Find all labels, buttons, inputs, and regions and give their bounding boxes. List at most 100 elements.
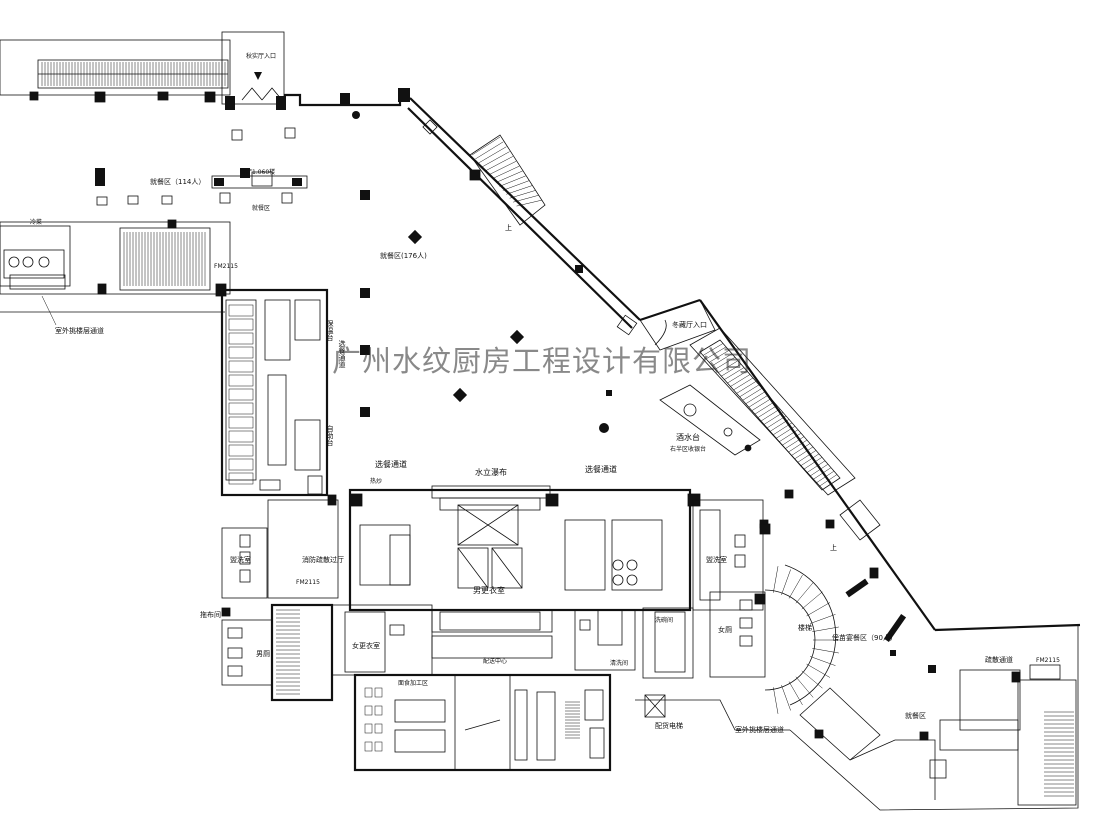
hatch-line xyxy=(794,446,814,460)
restaurant-elev-label: 餐厅1.060楼 xyxy=(240,168,275,176)
outdoor-corridor-right: 室外挑楼层通道 xyxy=(735,725,784,734)
fire-hall-label: 消防疏散过厅 xyxy=(302,555,344,564)
fm2115-b: FM2115 xyxy=(296,579,320,586)
hatch-line xyxy=(502,180,530,191)
fixture xyxy=(228,346,254,359)
hatch-line xyxy=(751,398,772,411)
cold-dish-label: 冷菜 xyxy=(30,218,42,226)
autumn-hall-entrance-label: 秋实厅入口 xyxy=(246,52,276,60)
hatch-line xyxy=(485,156,513,171)
evacuation-passage-label: 疏散通道 xyxy=(985,655,1013,664)
dining-area-label-right: 就餐区 xyxy=(905,711,926,720)
fixture xyxy=(228,304,254,317)
top-escalator xyxy=(0,39,231,103)
hatch-line xyxy=(739,384,760,398)
bar-counter-label: 酒水台 xyxy=(676,432,700,442)
hatch-line xyxy=(818,474,838,487)
hatch-line xyxy=(763,412,784,425)
hatch-line xyxy=(770,419,790,432)
hatch-line xyxy=(806,602,831,617)
hatch-line xyxy=(810,656,836,666)
hatch-line xyxy=(776,426,796,439)
fm2115-c: FM2115 xyxy=(1036,657,1060,664)
hatch-line xyxy=(721,363,742,377)
fm2115-a: FM2115 xyxy=(214,263,238,270)
hatch-line xyxy=(506,185,533,195)
hatch-line xyxy=(705,346,727,360)
hatch-line xyxy=(812,648,839,654)
wash-room-right: 盥洗室 xyxy=(706,555,727,564)
hot-wok-label: 热炒 xyxy=(370,477,382,485)
fixture xyxy=(228,444,254,457)
fixture xyxy=(228,472,254,485)
fixture xyxy=(228,388,254,401)
hatch-line xyxy=(718,360,739,373)
main-kitchen xyxy=(220,288,329,497)
dining-176-label: 就餐区(176人) xyxy=(380,251,427,260)
fixture xyxy=(374,705,383,716)
hatch-line xyxy=(801,670,823,689)
hatch-line xyxy=(482,151,510,168)
dish-room-label: 洗碗间 xyxy=(655,616,673,624)
mop-room-label: 拖布间 xyxy=(200,610,221,619)
hatch-line xyxy=(781,685,791,711)
staircase-label: 楼梯 xyxy=(798,623,812,632)
wash-room-left: 盥洗室 xyxy=(230,555,251,564)
women-wc-label: 女厕 xyxy=(718,625,732,634)
hatch-line xyxy=(699,339,721,353)
hatch-line xyxy=(788,439,808,453)
hatch-line xyxy=(754,401,775,415)
hatch-line xyxy=(745,391,766,404)
bottom-right-block xyxy=(789,625,1079,811)
fixture xyxy=(364,687,373,698)
bottom-processing xyxy=(353,673,612,772)
hatch-line xyxy=(736,381,757,394)
fixture xyxy=(228,332,254,345)
right-escalator xyxy=(689,327,856,496)
dining-114-area xyxy=(95,168,308,206)
hatch-line xyxy=(709,350,730,363)
hatch-line xyxy=(782,432,802,446)
dining-columns xyxy=(360,190,612,433)
hatch-line xyxy=(815,470,835,484)
dining-90-label: 傍苗宴餐区（90人） xyxy=(832,633,897,642)
hatch-line xyxy=(797,450,817,463)
kitchen-vertical-a: 保温台 xyxy=(326,319,334,342)
hatch-line xyxy=(795,582,814,604)
hatch-line xyxy=(509,190,536,199)
up-label-right: 上 xyxy=(830,543,837,552)
winter-hall-entrance xyxy=(616,299,716,351)
hatch-line xyxy=(733,377,754,391)
serving-passage-vertical: 选餐通道 xyxy=(338,339,346,369)
cleaning-room-label: 清洗间 xyxy=(610,659,628,667)
water-curtain-label: 水立瀑布 xyxy=(475,467,507,477)
hatch-line xyxy=(478,146,507,164)
kitchen-vertical-b: 自助台 xyxy=(326,424,334,447)
hatch-line xyxy=(806,663,831,678)
company-watermark: 广州水纹厨房工程设计有限公司 xyxy=(332,344,753,378)
fixture xyxy=(364,723,373,734)
hatch-line xyxy=(779,429,799,442)
fixture xyxy=(228,402,254,415)
left-lower-rooms xyxy=(221,494,433,702)
hatch-line xyxy=(748,394,769,408)
hatch-line xyxy=(757,405,778,418)
hatch-line xyxy=(724,367,745,380)
fixture xyxy=(374,723,383,734)
delivery-center-label: 配送中心 xyxy=(483,657,507,665)
hatch-line xyxy=(788,574,803,599)
central-kitchen xyxy=(348,485,701,659)
hatch-line xyxy=(812,467,832,480)
up-label-left: 上 xyxy=(505,223,512,232)
outdoor-corridor-left: 室外挑楼层通道 xyxy=(55,326,104,335)
hatch-line xyxy=(475,141,504,160)
fixture xyxy=(374,687,383,698)
hatch-line xyxy=(712,353,733,367)
hatch-line xyxy=(702,343,724,356)
hatch-line xyxy=(812,626,839,632)
autumn-hall-entrance xyxy=(221,31,296,141)
hatch-line xyxy=(800,453,820,467)
hatch-line xyxy=(785,436,805,449)
hatch-line xyxy=(803,457,823,470)
